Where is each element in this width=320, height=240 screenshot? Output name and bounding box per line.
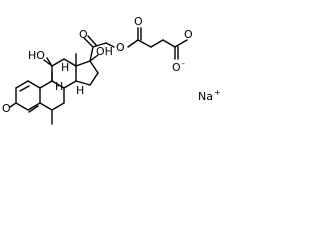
carboxylate-minus-sign: - bbox=[182, 59, 185, 68]
structure-diagram: O O O O O - HO OH O H H H Na + bbox=[0, 0, 242, 152]
ketone-o-top: O bbox=[79, 28, 88, 41]
ketone-oxygen-3: O bbox=[2, 102, 11, 115]
bonds bbox=[9, 27, 188, 125]
ester-oxygen: O bbox=[116, 41, 125, 54]
sodium-ion: Na bbox=[198, 90, 213, 103]
hydroxyl-17: OH bbox=[96, 45, 113, 58]
hydrogen-8: H bbox=[61, 61, 69, 74]
sodium-charge: + bbox=[214, 88, 221, 97]
hydrogen-9: H bbox=[55, 80, 63, 93]
hydrogen-14: H bbox=[76, 84, 84, 97]
ester-carbonyl-oxygen: O bbox=[134, 15, 143, 28]
atom-labels: O O O O O - HO OH O H H H Na + bbox=[2, 15, 221, 115]
molecule-drawing: O O O O O - HO OH O H H H Na + bbox=[2, 15, 221, 125]
carboxylate-oxygen-minus: O bbox=[172, 61, 181, 74]
hydroxyl-11: HO bbox=[28, 49, 45, 62]
carboxylate-oxygen-top: O bbox=[184, 28, 193, 41]
